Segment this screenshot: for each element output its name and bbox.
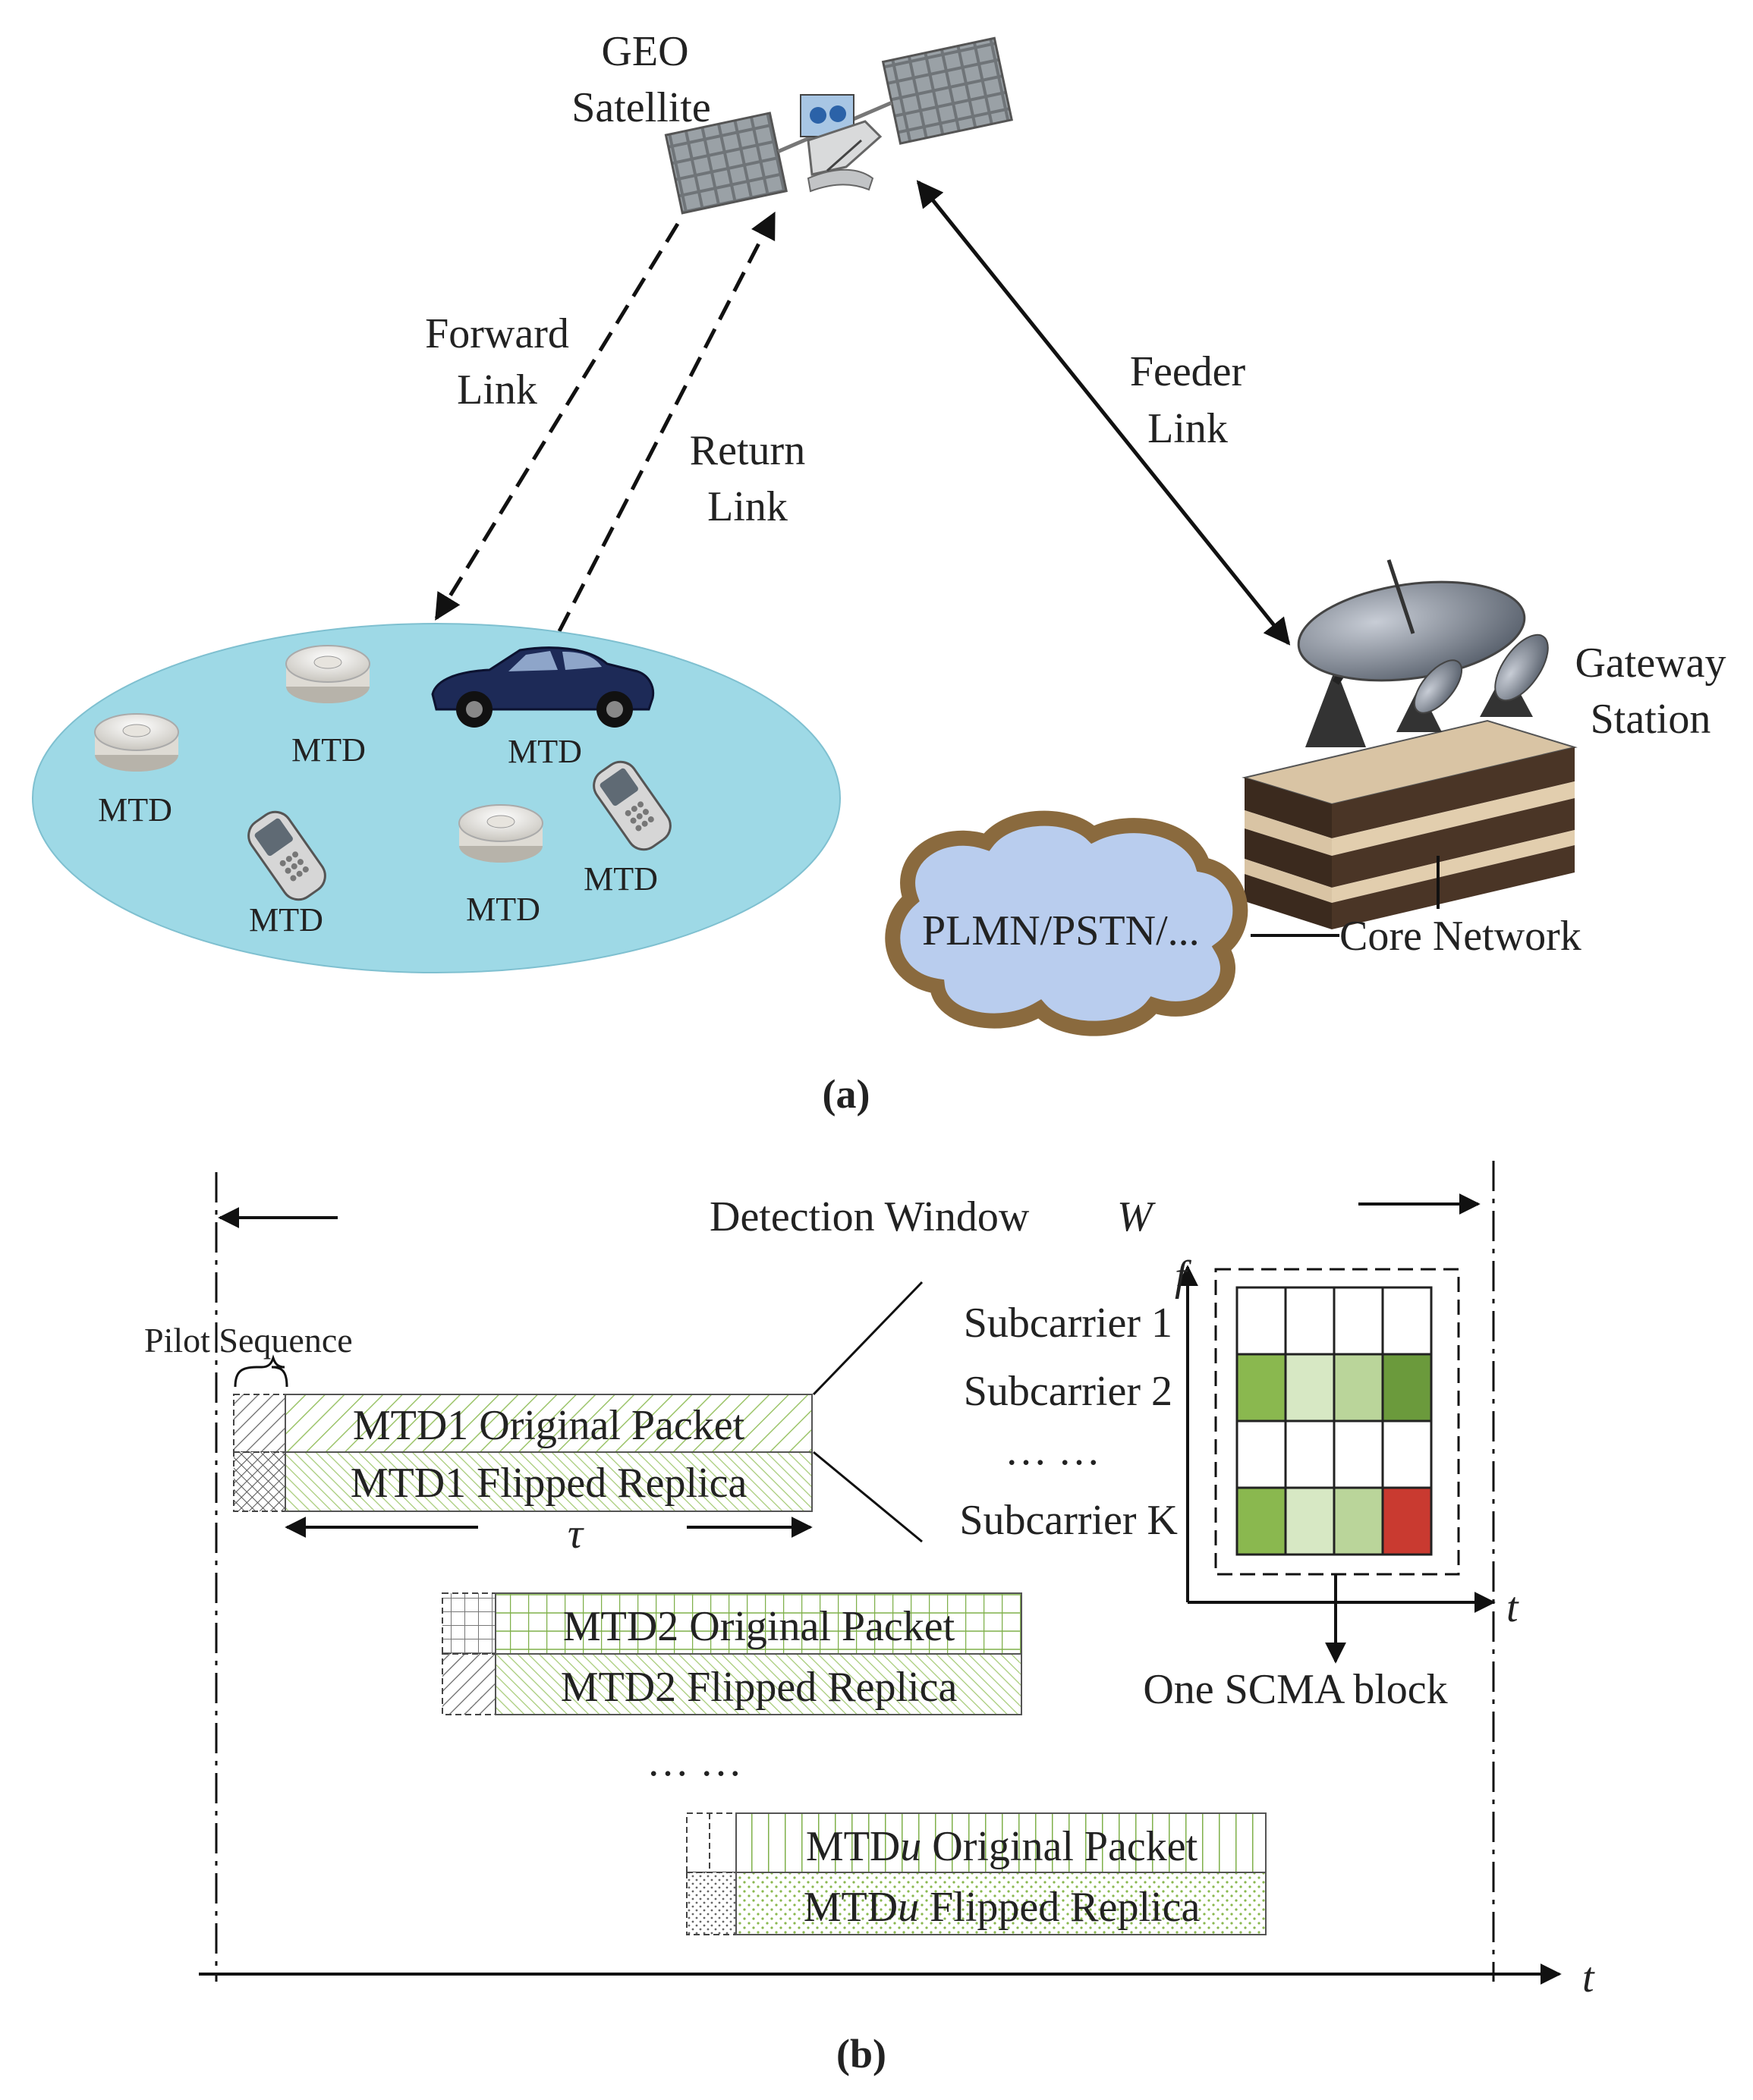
- mtd1-replica-label: MTD1 Flipped Replica: [351, 1460, 747, 1507]
- forward-link-label-line1: Forward: [425, 310, 569, 357]
- feeder-link-arrow: [916, 180, 1291, 646]
- satellite-dish-icon: [1480, 633, 1549, 717]
- coverage-area: [32, 623, 841, 973]
- cloud-icon: [885, 810, 1248, 1036]
- mtd-label: MTD: [98, 791, 172, 828]
- mtd2-pilot-replica: [442, 1653, 496, 1715]
- scma-cell-r4-c2: [1284, 1486, 1336, 1556]
- scma-time-axis-label: t: [1506, 1584, 1519, 1631]
- scma-cell-r3-c2: [1284, 1419, 1336, 1489]
- smoke-detector-icon: [285, 645, 370, 703]
- mtdu-pilot-replica: [686, 1872, 737, 1935]
- frequency-axis-label: f: [1175, 1253, 1192, 1300]
- mtd2-replica-label: MTD2 Flipped Replica: [561, 1664, 958, 1711]
- smoke-detector-icon: [458, 804, 543, 863]
- pilot-sequence-label: Pilot Sequence: [144, 1321, 353, 1360]
- tau-symbol: τ: [568, 1511, 584, 1558]
- scma-cell-r1-c3: [1333, 1286, 1384, 1356]
- scma-cell-r3-c1: [1235, 1419, 1287, 1489]
- building-icon: [1242, 719, 1578, 929]
- mtd-label: MTD: [249, 901, 323, 938]
- pilot-brace: [234, 1354, 288, 1388]
- mtd1-original-label: MTD1 Original Packet: [353, 1402, 745, 1449]
- scma-cell-r2-c2: [1284, 1353, 1336, 1423]
- gateway-label-line1: Gateway: [1575, 640, 1726, 687]
- subcarrier-k-label: Subcarrier K: [959, 1497, 1178, 1544]
- caption-a: (a): [823, 1071, 870, 1117]
- scma-cell-r2-c1: [1235, 1353, 1287, 1423]
- cloud-label: PLMN/PSTN/...: [922, 907, 1200, 954]
- mtd1-flipped-replica: [285, 1451, 813, 1512]
- detection-window-label: Detection Window: [710, 1193, 1030, 1240]
- mtdu-original-label: MTDu Original Packet: [806, 1823, 1198, 1870]
- mtdu-pilot-original: [686, 1812, 737, 1873]
- mtdu-flipped-replica: [735, 1872, 1267, 1935]
- forward-link-label-line2: Link: [457, 366, 537, 413]
- caption-b: (b): [836, 2031, 886, 2076]
- mtd2-original-label: MTD2 Original Packet: [563, 1603, 955, 1650]
- scma-block-label: One SCMA block: [1143, 1666, 1447, 1713]
- scma-resource-grid: [1235, 1286, 1433, 1556]
- mtd1-pilot-original: [233, 1394, 286, 1453]
- window-symbol: W: [1117, 1193, 1156, 1240]
- core-network-label: Core Network: [1339, 913, 1581, 960]
- gateway-label-line2: Station: [1591, 696, 1711, 743]
- scma-cell-r4-c4: [1381, 1486, 1433, 1556]
- car-icon: [431, 646, 655, 728]
- mtd1-pilot-replica: [233, 1451, 286, 1512]
- forward-link-arrow: [434, 222, 680, 621]
- return-link-label-line1: Return: [690, 427, 805, 474]
- scma-cell-r1-c4: [1381, 1286, 1433, 1356]
- return-link-arrow: [557, 211, 776, 633]
- satellite-label-line2: Satellite: [571, 84, 711, 131]
- mtd2-pilot-original: [442, 1592, 496, 1655]
- scma-cell-r3-c4: [1381, 1419, 1433, 1489]
- mtd-label: MTD: [291, 731, 366, 769]
- feeder-link-label-line2: Link: [1147, 405, 1228, 452]
- satellite-dish-icon: [1396, 659, 1463, 732]
- subcarrier-2-label: Subcarrier 2: [964, 1368, 1172, 1415]
- scma-cell-r2-c3: [1333, 1353, 1384, 1423]
- mtd-label: MTD: [584, 860, 658, 898]
- scma-cell-r3-c3: [1333, 1419, 1384, 1489]
- scma-cell-r4-c3: [1333, 1486, 1384, 1556]
- scma-cell-r2-c4: [1381, 1353, 1433, 1423]
- scma-cell-r1-c2: [1284, 1286, 1336, 1356]
- subcarrier-ellipsis: … …: [1005, 1427, 1100, 1474]
- scma-cell-r4-c1: [1235, 1486, 1287, 1556]
- mtd2-original-packet: [495, 1592, 1022, 1655]
- mtd-ellipsis: … …: [647, 1738, 742, 1785]
- smoke-detector-icon: [94, 713, 179, 772]
- mtdu-original-packet: [735, 1812, 1267, 1873]
- time-axis-label: t: [1582, 1954, 1595, 2001]
- zoom-line-top: [812, 1281, 924, 1396]
- mobile-phone-icon: [247, 810, 326, 901]
- mtd-label: MTD: [508, 733, 582, 770]
- scma-cell-r1-c1: [1235, 1286, 1287, 1356]
- subcarrier-1-label: Subcarrier 1: [964, 1300, 1172, 1347]
- feeder-link-label-line1: Feeder: [1130, 348, 1246, 395]
- satellite-label-line1: GEO: [601, 28, 688, 75]
- satellite-icon: [664, 36, 1013, 215]
- zoom-line-bottom: [813, 1451, 923, 1543]
- return-link-label-line2: Link: [707, 483, 788, 530]
- mtd-label: MTD: [466, 891, 540, 928]
- mtd2-flipped-replica: [495, 1653, 1022, 1715]
- mtdu-replica-label: MTDu Flipped Replica: [804, 1884, 1201, 1931]
- satellite-dish-icon: [1297, 559, 1526, 747]
- mobile-phone-icon: [593, 760, 672, 851]
